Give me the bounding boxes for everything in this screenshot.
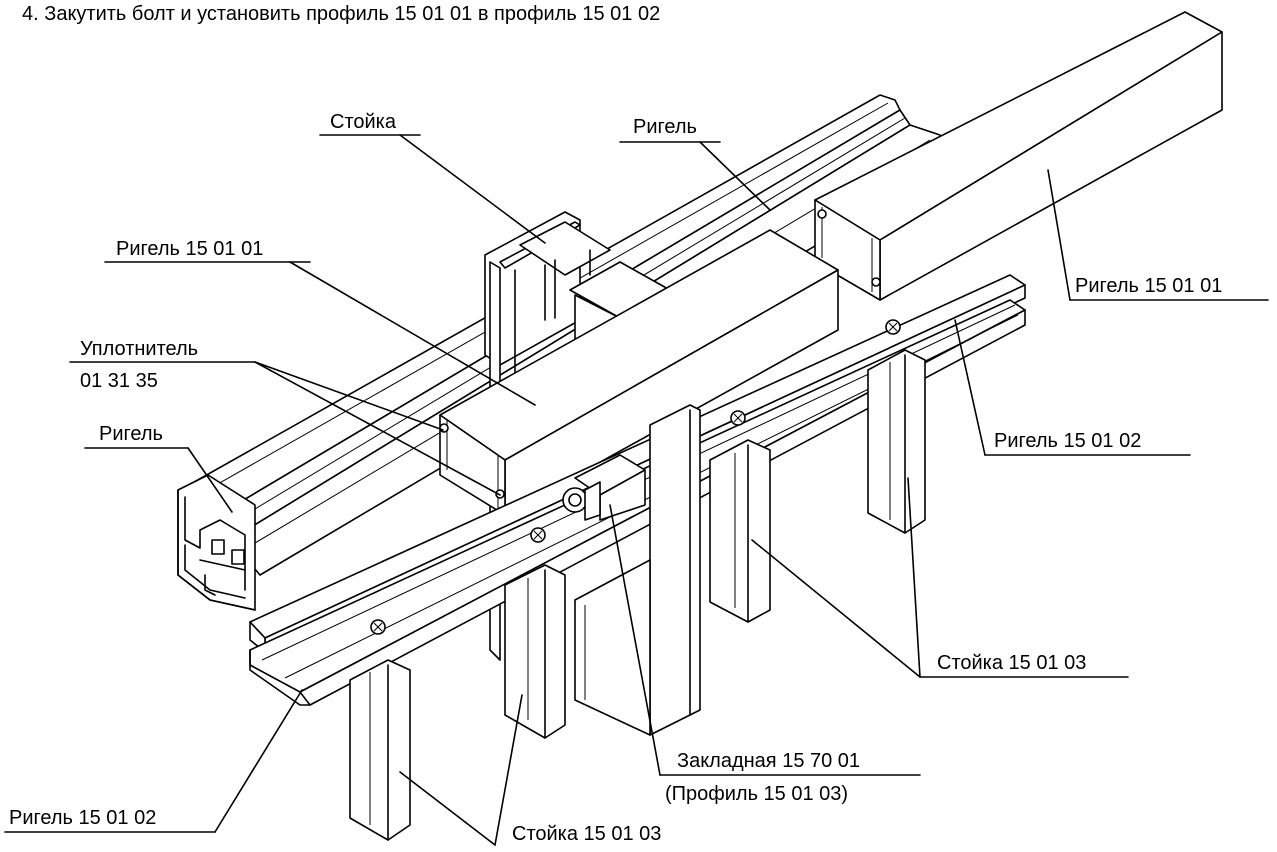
label-stoika-150103-right: Стойка 15 01 03	[937, 652, 1086, 674]
instruction-title: 4. Закутить болт и установить профиль 15…	[22, 3, 660, 25]
label-zakladnaya-profile: (Профиль 15 01 03)	[665, 783, 848, 805]
label-zakladnaya: Закладная 15 70 01	[677, 750, 860, 772]
leader-lines	[4, 134, 1269, 846]
stoika-150103-posts	[349, 349, 926, 841]
label-rigel-150102-left: Ригель 15 01 02	[9, 807, 156, 829]
callout-labels: Стойка Ригель Ригель 15 01 01 Ригель 15 …	[9, 111, 1222, 845]
label-uplotnitel: Уплотнитель	[80, 338, 198, 360]
label-uplotnitel-code: 01 31 35	[80, 370, 158, 392]
center-column	[574, 404, 701, 736]
label-rigel-150101-right: Ригель 15 01 01	[1075, 275, 1222, 297]
label-rigel-150101-left: Ригель 15 01 01	[116, 238, 263, 260]
label-rigel-150102-right: Ригель 15 01 02	[994, 430, 1141, 452]
rigel-150101-main-beam	[439, 229, 839, 516]
label-rigel-left: Ригель	[99, 423, 163, 445]
label-stoika: Стойка	[330, 111, 397, 133]
label-stoika-150103-bottom: Стойка 15 01 03	[512, 823, 661, 845]
rigel-150101-right-beam	[814, 11, 1223, 301]
label-rigel-top: Ригель	[633, 116, 697, 138]
rigel-left-profile-end	[177, 474, 256, 611]
